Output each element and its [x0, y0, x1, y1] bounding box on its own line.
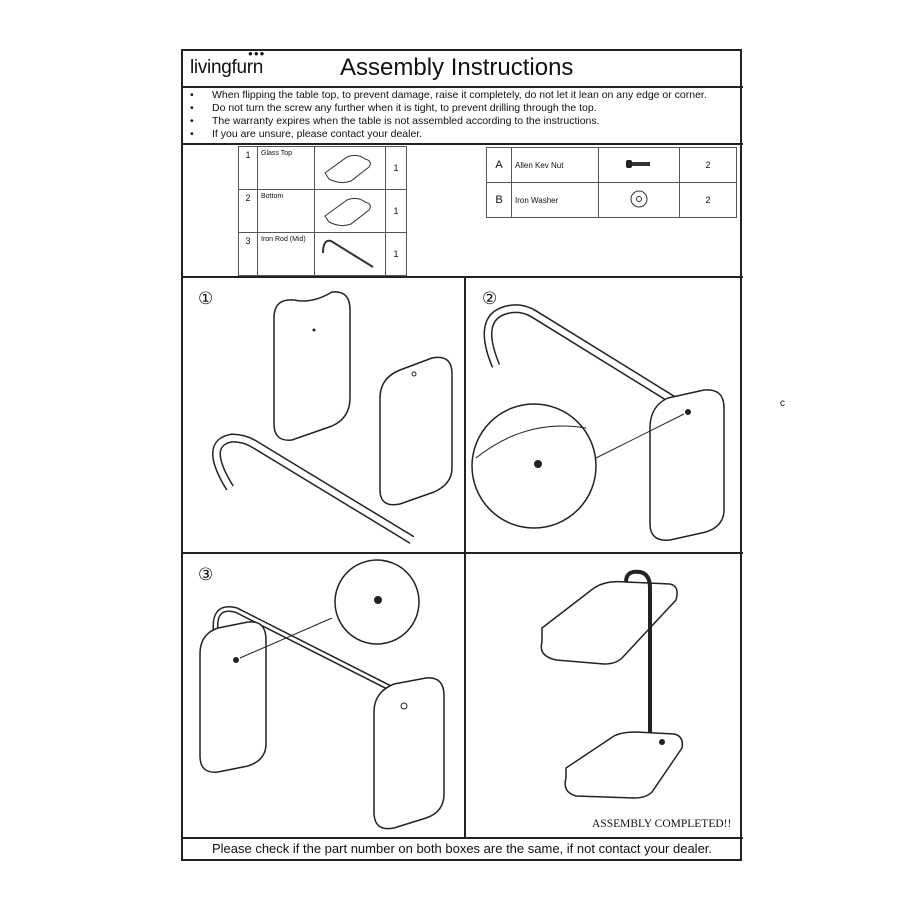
note-item: The warranty expires when the table is n… [190, 115, 707, 128]
footer-note: Please check if the part number on both … [211, 841, 713, 856]
step2-illustration [471, 304, 725, 541]
stray-mark: c [780, 398, 785, 409]
completed-table-illustration [540, 569, 684, 799]
step-number: ① [198, 289, 214, 308]
step-number: ③ [198, 565, 214, 584]
base-plate-icon [314, 189, 386, 233]
step-number: ② [482, 289, 498, 308]
page-title: Assembly Instructions [340, 54, 574, 81]
instruction-sheet [181, 49, 742, 861]
step1-illustration [212, 291, 453, 544]
rod-icon [314, 232, 386, 276]
note-item: Do not turn the screw any further when i… [190, 102, 707, 115]
divider [181, 837, 743, 839]
divider [181, 86, 743, 88]
bolt-icon [598, 147, 680, 183]
table-top-icon [314, 146, 386, 190]
divider [181, 552, 743, 554]
divider [181, 143, 743, 145]
divider [464, 277, 466, 838]
brand-logo: livingfurn●●● [190, 49, 266, 78]
washer-icon [598, 182, 680, 218]
note-item: If you are unsure, please contact your d… [190, 128, 707, 141]
step3-illustration [199, 559, 445, 830]
notes-list: When flipping the table top, to prevent … [190, 89, 707, 141]
divider [181, 276, 743, 278]
completed-label: ASSEMBLY COMPLETED!! [592, 818, 732, 830]
logo-dots-icon: ●●● [248, 49, 266, 58]
note-item: When flipping the table top, to prevent … [190, 89, 707, 102]
